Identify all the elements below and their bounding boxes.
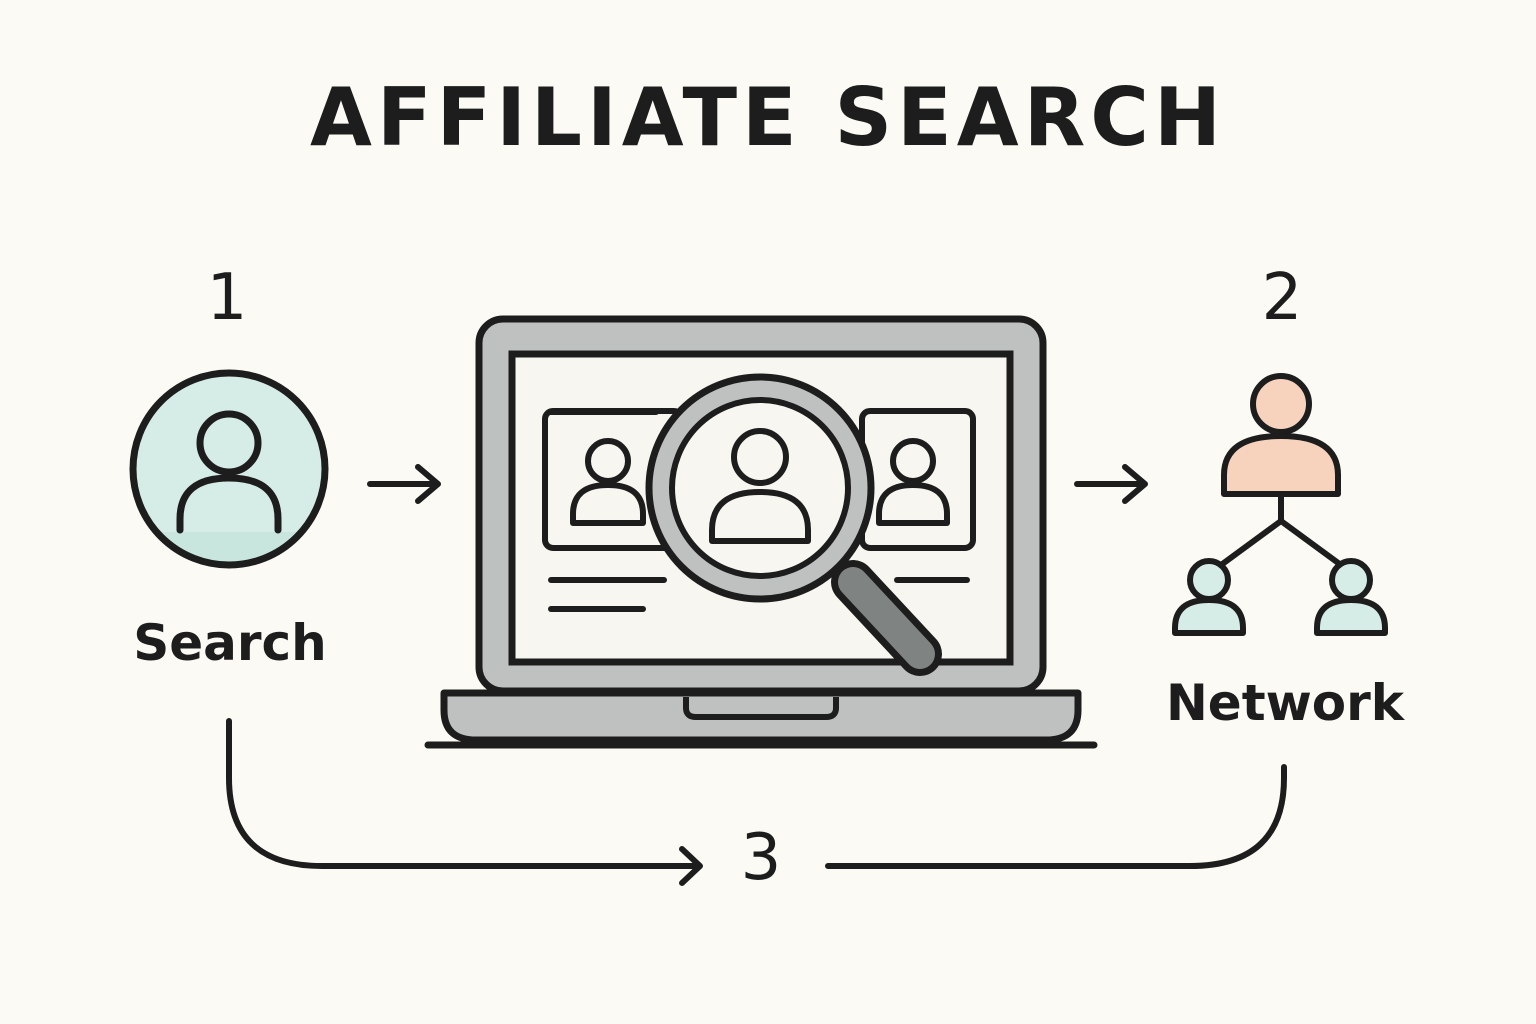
arrow-right-icon [367, 464, 441, 504]
search-user-icon [129, 369, 329, 569]
page-title: AFFILIATE SEARCH [310, 71, 1226, 164]
step-1-label: Search [133, 614, 327, 672]
step-1-number: 1 [206, 261, 248, 335]
step-2-number: 2 [1261, 261, 1303, 335]
step-3-number: 3 [740, 821, 782, 895]
step-2-label: Network [1165, 674, 1405, 732]
magnifier-icon [645, 373, 942, 676]
arrow-right-icon-2 [1074, 464, 1148, 504]
curved-arrow-icon [226, 718, 1287, 886]
network-icon [1172, 373, 1388, 636]
